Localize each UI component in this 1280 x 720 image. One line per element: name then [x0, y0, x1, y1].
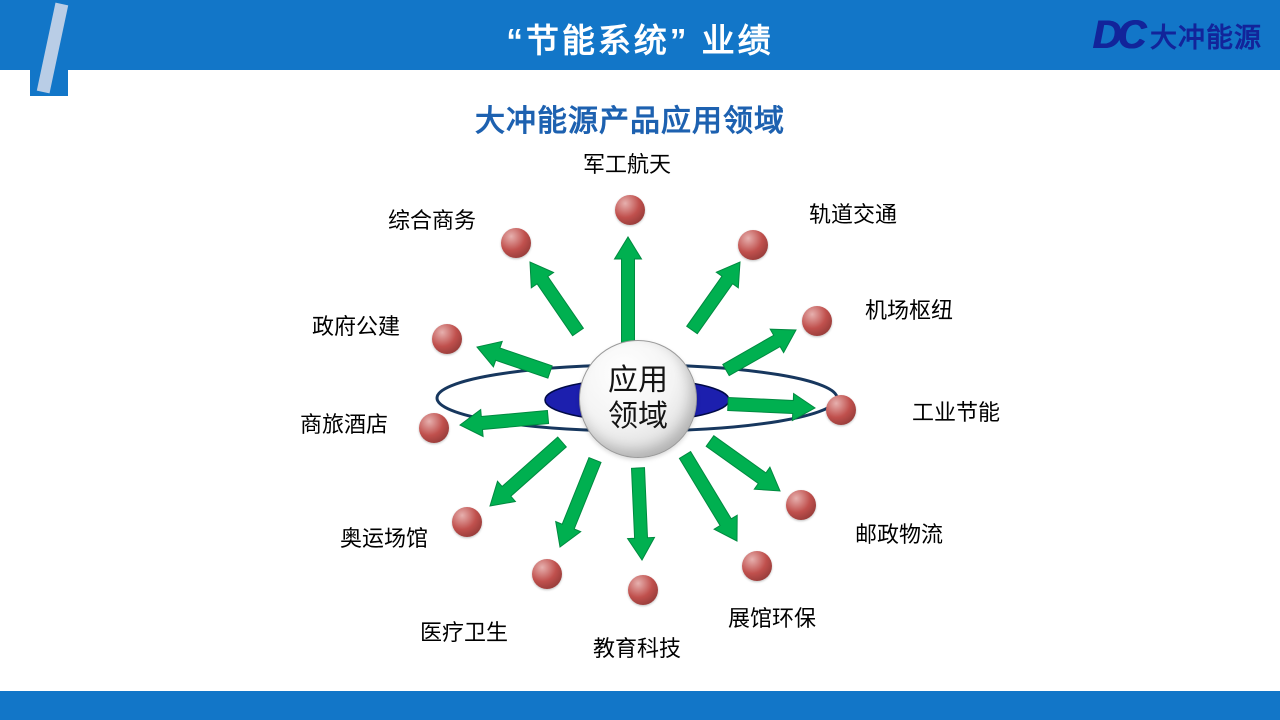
- node-sphere: [826, 395, 856, 425]
- center-node-label-line2: 领域: [608, 399, 668, 434]
- company-logo: DC 大冲能源: [1092, 13, 1262, 58]
- diagram-arrow: [489, 436, 568, 507]
- node-label: 军工航天: [582, 153, 672, 178]
- diagram-arrow: [705, 435, 781, 492]
- diagram-arrow: [476, 340, 553, 379]
- node-label: 商旅酒店: [299, 413, 389, 438]
- node-label: 机场枢纽: [864, 299, 954, 324]
- center-node-label-line1: 应用: [608, 363, 668, 398]
- node-sphere: [452, 507, 482, 537]
- node-sphere: [532, 559, 562, 589]
- node-label: 医疗卫生: [419, 621, 509, 646]
- diagram-arrow: [529, 261, 585, 337]
- node-label: 工业节能: [911, 401, 1001, 426]
- node-sphere: [738, 230, 768, 260]
- node-label: 政府公建: [311, 315, 401, 340]
- center-node: 应用 领域: [579, 340, 697, 458]
- node-label: 综合商务: [387, 209, 477, 234]
- node-sphere: [628, 575, 658, 605]
- logo-dc-icon: DC: [1092, 13, 1146, 57]
- node-sphere: [742, 551, 772, 581]
- node-sphere: [419, 413, 449, 443]
- node-label: 展馆环保: [727, 607, 817, 632]
- node-sphere: [786, 490, 816, 520]
- diagram-arrow: [722, 328, 797, 377]
- node-sphere: [615, 195, 645, 225]
- node-sphere: [802, 306, 832, 336]
- logo-company-name: 大冲能源: [1150, 23, 1262, 53]
- diagram-arrow: [459, 408, 550, 438]
- diagram-arrow: [626, 467, 656, 561]
- node-sphere: [432, 324, 462, 354]
- header-title: “节能系统” 业绩: [506, 22, 774, 59]
- node-label: 邮政物流: [854, 523, 944, 548]
- diagram-arrow: [686, 261, 741, 335]
- diagram-arrow: [727, 392, 816, 422]
- slide-title: 大冲能源产品应用领域: [475, 105, 785, 138]
- node-label: 教育科技: [592, 637, 682, 662]
- footer-bar: [0, 691, 1280, 720]
- node-label: 奥运场馆: [339, 527, 429, 552]
- header-bar: “节能系统” 业绩 DC 大冲能源: [0, 0, 1280, 70]
- node-label: 轨道交通: [808, 203, 898, 228]
- node-sphere: [501, 228, 531, 258]
- diagram-arrow: [678, 450, 738, 542]
- diagram-arrow: [613, 236, 643, 344]
- diagram-arrow: [555, 456, 602, 548]
